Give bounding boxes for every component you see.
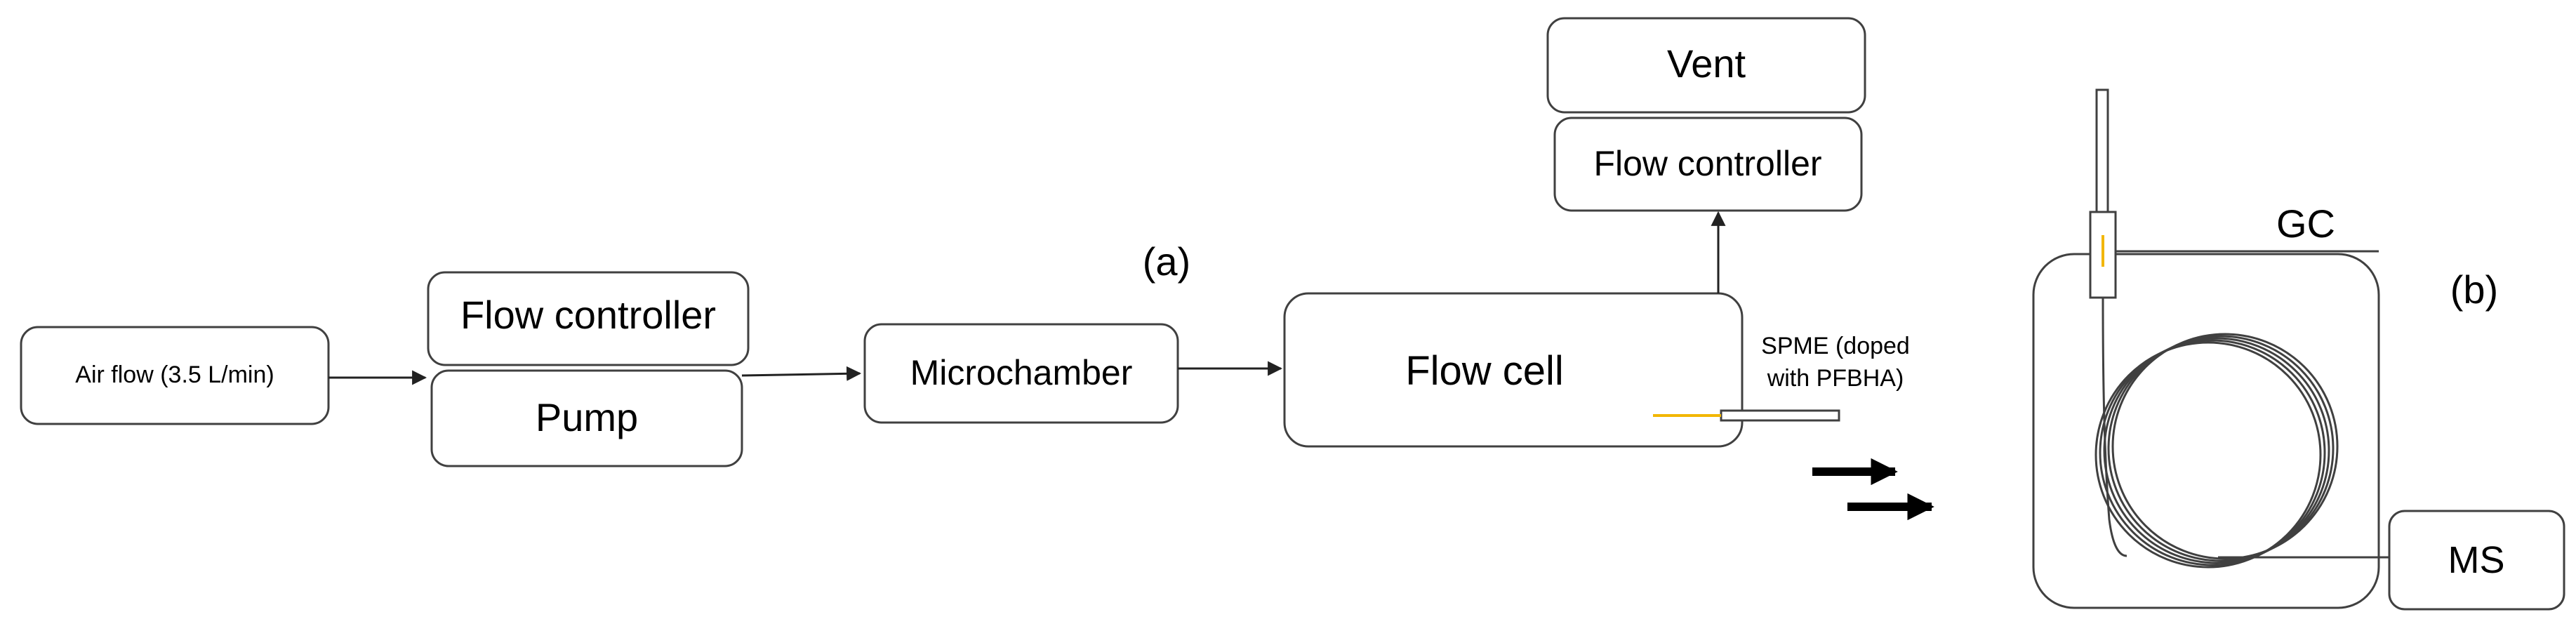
flow-controller-top-box: Flow controller xyxy=(1553,117,1863,212)
flow-controller-top-label: Flow controller xyxy=(1593,144,1821,183)
gc-label: GC xyxy=(2276,201,2335,246)
arrow-pump-to-microchamber xyxy=(741,366,862,381)
microchamber-box: Microchamber xyxy=(863,323,1179,424)
pump-label: Pump xyxy=(536,395,638,439)
injector-icon xyxy=(2089,88,2379,299)
pump-box: Pump xyxy=(430,369,743,467)
microchamber-label: Microchamber xyxy=(910,353,1133,392)
part-a-label: (a) xyxy=(1143,239,1190,284)
gc-oven-box xyxy=(2032,253,2380,609)
ms-box: MS xyxy=(2388,510,2565,611)
flow-controller-left-box: Flow controller xyxy=(427,271,750,366)
ms-label: MS xyxy=(2448,539,2505,581)
flow-controller-left-label: Flow controller xyxy=(460,293,716,337)
vent-box: Vent xyxy=(1546,17,1866,114)
spme-label-line1: SPME (doped xyxy=(1761,333,1910,359)
vent-label: Vent xyxy=(1667,41,1746,86)
spme-fiber xyxy=(1653,409,1840,422)
spme-label-line2: with PFBHA) xyxy=(1767,365,1904,392)
gc-column-coil-icon xyxy=(2094,297,2389,569)
flow-cell-box: Flow cell xyxy=(1283,292,1744,448)
part-b-label: (b) xyxy=(2450,267,2498,312)
air-flow-box: Air flow (3.5 L/min) xyxy=(20,326,330,425)
flow-cell-label: Flow cell xyxy=(1405,348,1564,394)
air-flow-label: Air flow (3.5 L/min) xyxy=(75,361,274,388)
